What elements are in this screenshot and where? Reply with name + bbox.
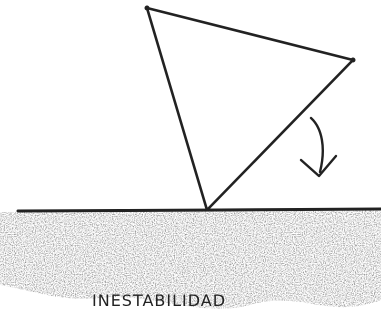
caption-label: INESTABILIDAD [92,291,226,310]
triangle-vertex-top [145,6,150,11]
curved-arrow-down-icon [301,118,336,176]
ground-line [18,209,381,211]
unstable-triangle [147,8,353,210]
triangle-vertex-right [351,58,356,63]
